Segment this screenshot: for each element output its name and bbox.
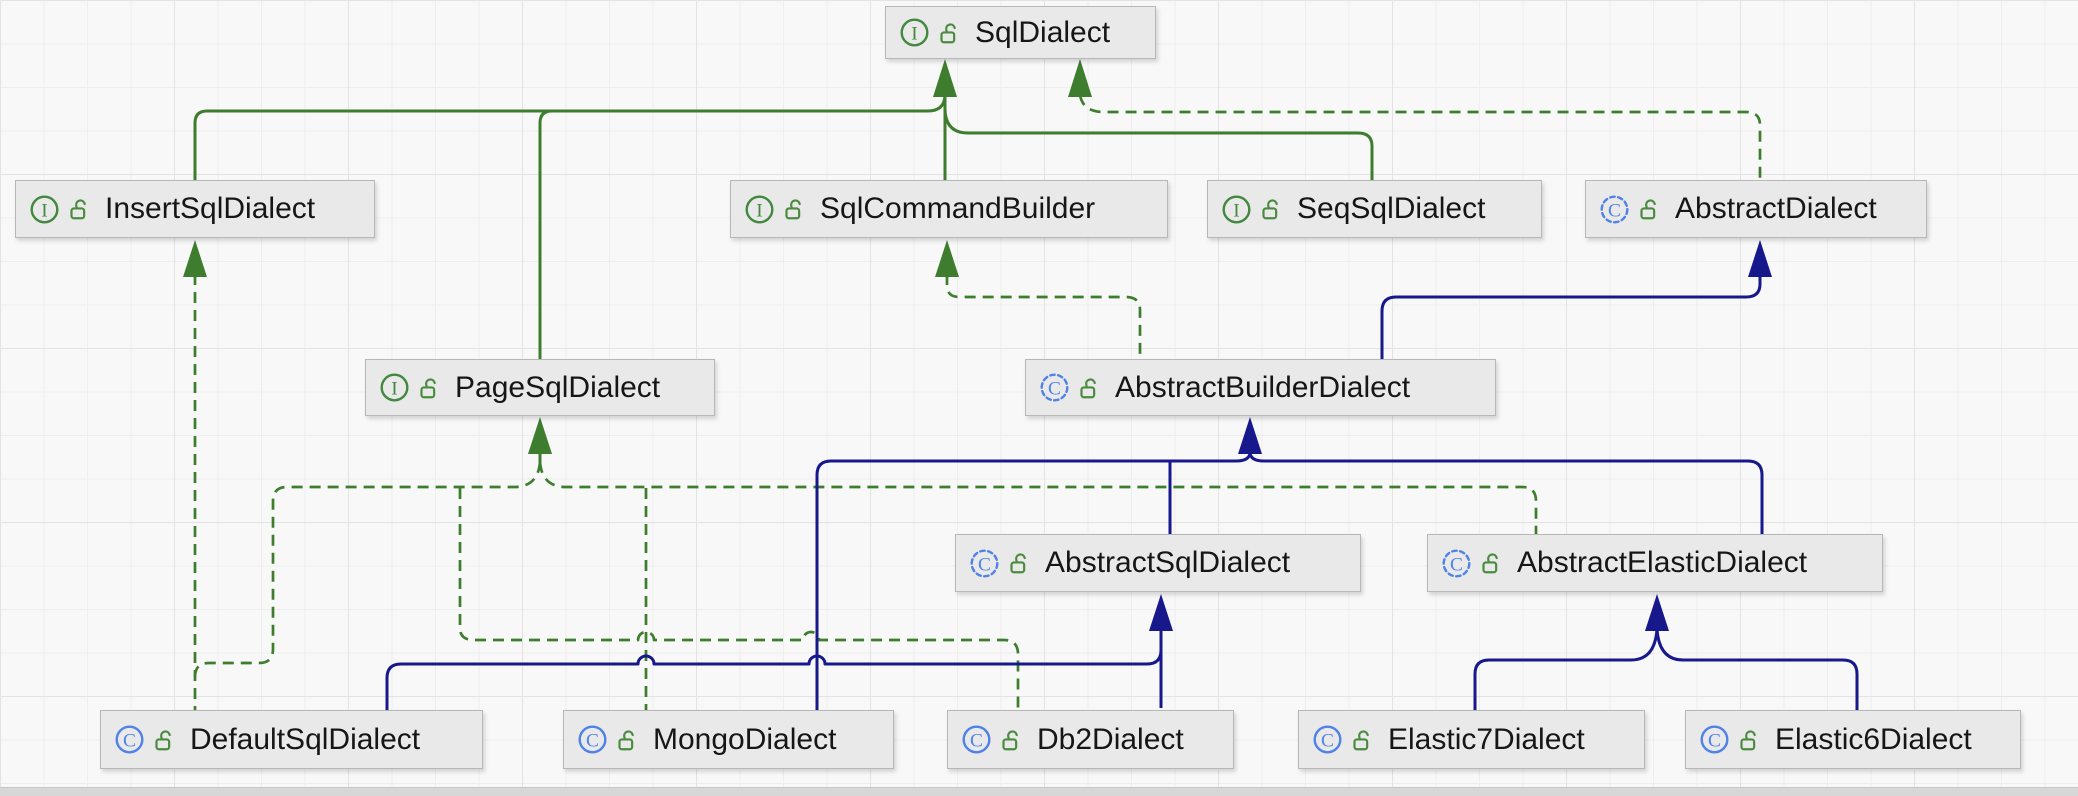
arrowhead-into-abstractelasticdialect <box>1645 594 1669 631</box>
unlock-icon <box>419 376 441 400</box>
class-icon <box>114 724 145 755</box>
arrowhead-into-abstractsqldialect <box>1149 594 1173 631</box>
class-icon <box>1699 724 1730 755</box>
edge-abstractdialect-implements-sqldialect <box>1078 94 1762 180</box>
node-elastic7dialect[interactable]: Elastic7Dialect <box>1298 710 1645 769</box>
node-label: AbstractElasticDialect <box>1517 546 1808 579</box>
node-label: SqlDialect <box>975 15 1111 49</box>
unlock-icon <box>69 197 91 221</box>
interface-icon <box>899 17 930 48</box>
node-elastic6dialect[interactable]: Elastic6Dialect <box>1685 710 2021 769</box>
node-label: AbstractSqlDialect <box>1045 546 1291 579</box>
node-insertsqldialect[interactable]: InsertSqlDialect <box>15 180 375 238</box>
arrowhead-into-insertsqldialect <box>183 240 207 277</box>
node-label: Elastic7Dialect <box>1388 722 1585 756</box>
abstract-class-icon <box>1441 548 1472 579</box>
unlock-icon <box>154 728 176 752</box>
unlock-icon <box>1739 728 1761 752</box>
abstract-class-icon <box>969 548 1000 579</box>
edge-defaultsqldialect-implements-pagesqldialect <box>193 461 542 678</box>
unlock-icon <box>617 728 639 752</box>
edge-abstractelasticdialect-implements-pagesqldialect <box>538 461 1538 534</box>
edge-db2dialect-implements-pagesqldialect <box>458 488 1020 710</box>
unlock-icon <box>784 197 806 221</box>
class-icon <box>577 724 608 755</box>
node-pagesqldialect[interactable]: PageSqlDialect <box>365 359 715 416</box>
node-sqldialect[interactable]: SqlDialect <box>885 6 1156 59</box>
unlock-icon <box>1079 376 1101 400</box>
edge-insertsqldialect-extends-sqldialect <box>193 95 947 180</box>
arrowhead-into-sqldialect-dashed <box>1068 59 1092 97</box>
arrowhead-into-sqldialect-solid <box>933 59 957 97</box>
abstract-class-icon <box>1599 194 1630 225</box>
edge-seqsqldialect-extends-sqldialect <box>943 109 1374 180</box>
interface-icon <box>29 194 60 225</box>
class-icon <box>961 724 992 755</box>
arrowhead-into-abstractbuilderdialect <box>1238 417 1262 454</box>
unlock-icon <box>1001 728 1023 752</box>
node-label: Elastic6Dialect <box>1775 722 1972 756</box>
arrowhead-into-abstractdialect <box>1748 240 1772 277</box>
arrowhead-into-pagesqldialect <box>528 417 552 454</box>
node-label: AbstractBuilderDialect <box>1115 370 1411 404</box>
edge-elastic7dialect-extends-abstractelasticdialect <box>1473 628 1659 710</box>
node-db2dialect[interactable]: Db2Dialect <box>947 710 1234 769</box>
node-abstractbuilderdialect[interactable]: AbstractBuilderDialect <box>1025 359 1496 416</box>
node-label: InsertSqlDialect <box>105 192 316 225</box>
node-label: AbstractDialect <box>1675 192 1877 225</box>
edge-pagesqldialect-extends-sqldialect <box>538 109 566 359</box>
node-abstractelasticdialect[interactable]: AbstractElasticDialect <box>1427 534 1883 592</box>
edge-elastic6dialect-extends-abstractelasticdialect <box>1655 628 1859 710</box>
class-icon <box>1312 724 1343 755</box>
node-label: Db2Dialect <box>1037 722 1184 756</box>
node-abstractsqldialect[interactable]: AbstractSqlDialect <box>955 534 1361 592</box>
node-label: DefaultSqlDialect <box>190 722 421 756</box>
node-sqlcommandbuilder[interactable]: SqlCommandBuilder <box>730 180 1168 238</box>
node-label: MongoDialect <box>653 722 837 756</box>
abstract-class-icon <box>1039 372 1070 403</box>
node-mongodialect[interactable]: MongoDialect <box>563 710 894 769</box>
unlock-icon <box>939 21 961 45</box>
interface-icon <box>379 372 410 403</box>
unlock-icon <box>1639 197 1661 221</box>
unlock-icon <box>1352 728 1374 752</box>
node-seqsqldialect[interactable]: SeqSqlDialect <box>1207 180 1542 238</box>
node-abstractdialect[interactable]: AbstractDialect <box>1585 180 1927 238</box>
edge-defaultsqldialect-extends-abstractsqldialect <box>385 649 1163 710</box>
arrowhead-into-sqlcommandbuilder <box>935 240 959 277</box>
unlock-icon <box>1481 551 1503 575</box>
node-label: SqlCommandBuilder <box>820 192 1096 225</box>
canvas-bottom-edge <box>0 787 2078 796</box>
node-label: SeqSqlDialect <box>1297 192 1486 225</box>
edge-abstractbuilderdialect-implements-sqlcommandbuilder <box>945 274 1142 359</box>
node-label: PageSqlDialect <box>455 370 661 404</box>
interface-icon <box>744 194 775 225</box>
interface-icon <box>1221 194 1252 225</box>
unlock-icon <box>1261 197 1283 221</box>
edge-abstractbuilderdialect-extends-abstractdialect <box>1380 274 1762 359</box>
edge-mongodialect-extends-abstractbuilderdialect <box>815 451 1252 710</box>
node-defaultsqldialect[interactable]: DefaultSqlDialect <box>100 710 483 769</box>
unlock-icon <box>1009 551 1031 575</box>
edge-abstractelasticdialect-extends-abstractbuilderdialect <box>1248 451 1764 534</box>
